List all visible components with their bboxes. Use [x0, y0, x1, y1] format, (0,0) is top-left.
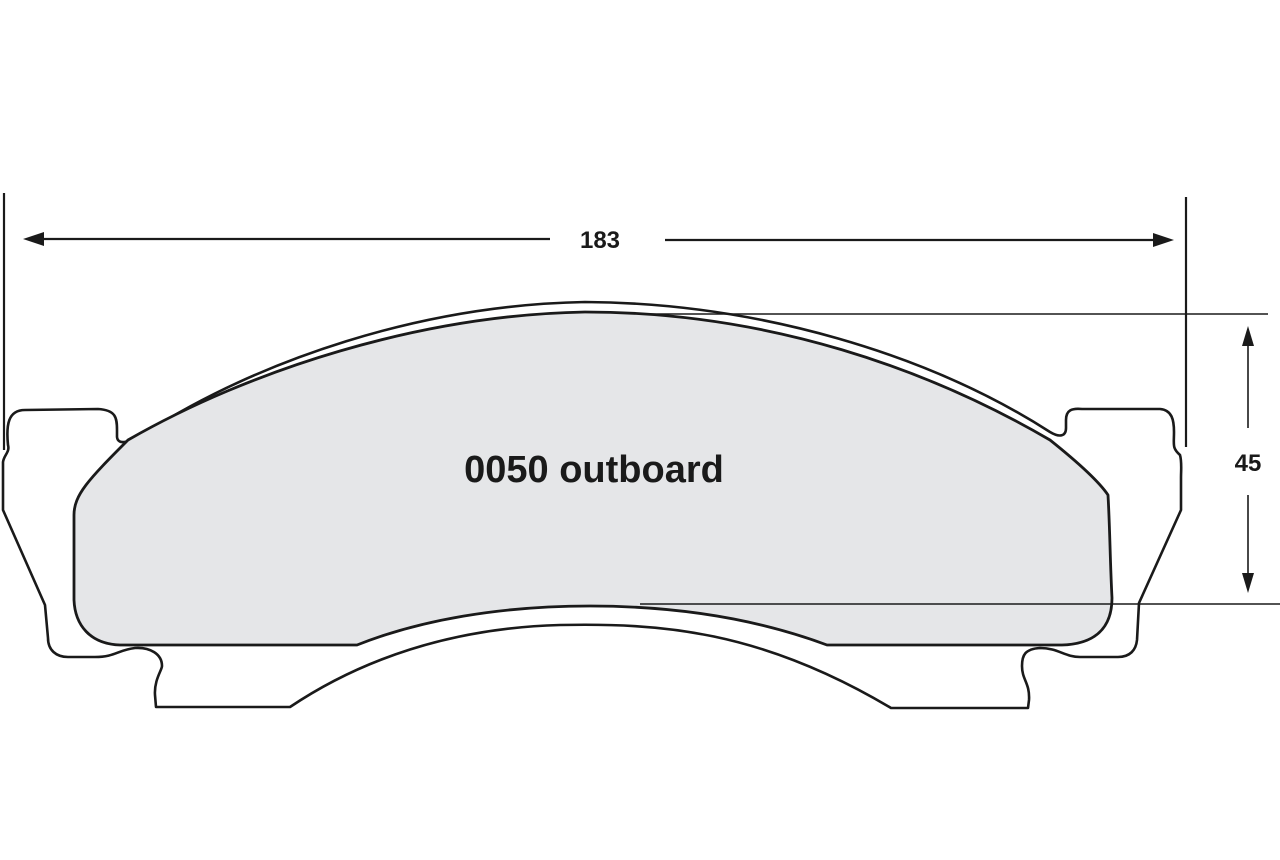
width-dimension-label: 183 — [580, 227, 620, 254]
arrow-right-icon — [1153, 233, 1174, 247]
arrow-down-icon — [1242, 573, 1254, 593]
backing-plate-outline — [1, 300, 1183, 710]
arrow-up-icon — [1242, 326, 1254, 346]
friction-material — [72, 310, 1114, 647]
height-dimension-label: 45 — [1235, 450, 1262, 477]
arrow-left-icon — [23, 232, 44, 246]
pad-part-label: 0050 outboard — [464, 449, 724, 491]
